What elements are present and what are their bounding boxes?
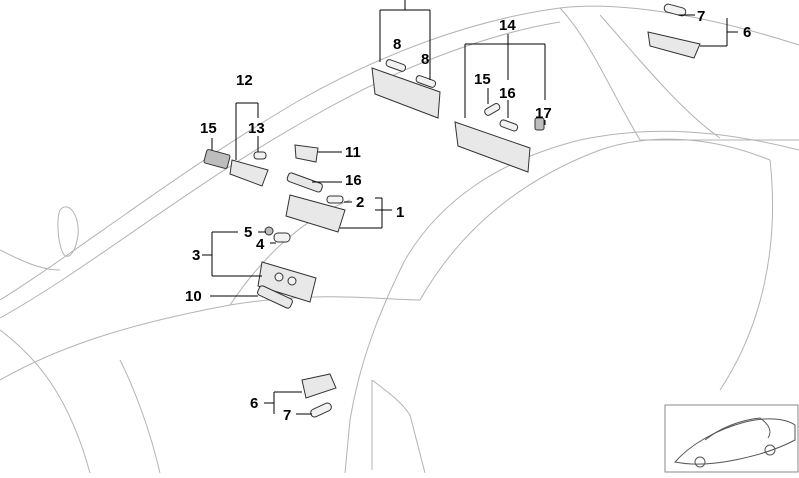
label-14: 14 bbox=[499, 17, 516, 34]
part-light-left bbox=[203, 149, 269, 187]
part-labels: 8 8 14 15 16 17 7 6 12 15 13 11 16 2 1 5… bbox=[185, 8, 751, 424]
label-16-left: 16 bbox=[345, 172, 362, 189]
car-outline bbox=[0, 5, 799, 474]
label-6-top: 6 bbox=[743, 24, 751, 41]
label-8-left: 8 bbox=[393, 36, 401, 53]
label-3: 3 bbox=[192, 247, 200, 264]
part-center-lamp bbox=[285, 144, 346, 233]
label-13: 13 bbox=[248, 120, 265, 137]
leader-lines bbox=[202, 0, 738, 415]
label-16-right: 16 bbox=[499, 85, 516, 102]
label-5: 5 bbox=[244, 224, 252, 241]
label-4: 4 bbox=[256, 236, 265, 253]
label-10: 10 bbox=[185, 288, 202, 305]
label-12: 12 bbox=[236, 72, 253, 89]
part-door-light bbox=[301, 373, 337, 418]
label-15-left: 15 bbox=[200, 120, 217, 137]
label-1: 1 bbox=[396, 204, 404, 221]
part-reading-lamp bbox=[257, 226, 317, 309]
label-2: 2 bbox=[356, 194, 364, 211]
part-console-front bbox=[371, 59, 441, 119]
label-17: 17 bbox=[535, 105, 552, 122]
label-15-right: 15 bbox=[474, 71, 491, 88]
label-7-bottom: 7 bbox=[283, 407, 291, 424]
label-6-bottom: 6 bbox=[250, 395, 258, 412]
label-7-top: 7 bbox=[697, 8, 705, 25]
part-light-top-right bbox=[647, 3, 701, 59]
part-console-rear bbox=[454, 102, 545, 173]
label-8-right: 8 bbox=[421, 51, 429, 68]
label-11: 11 bbox=[345, 144, 361, 161]
car-thumbnail bbox=[664, 404, 799, 473]
